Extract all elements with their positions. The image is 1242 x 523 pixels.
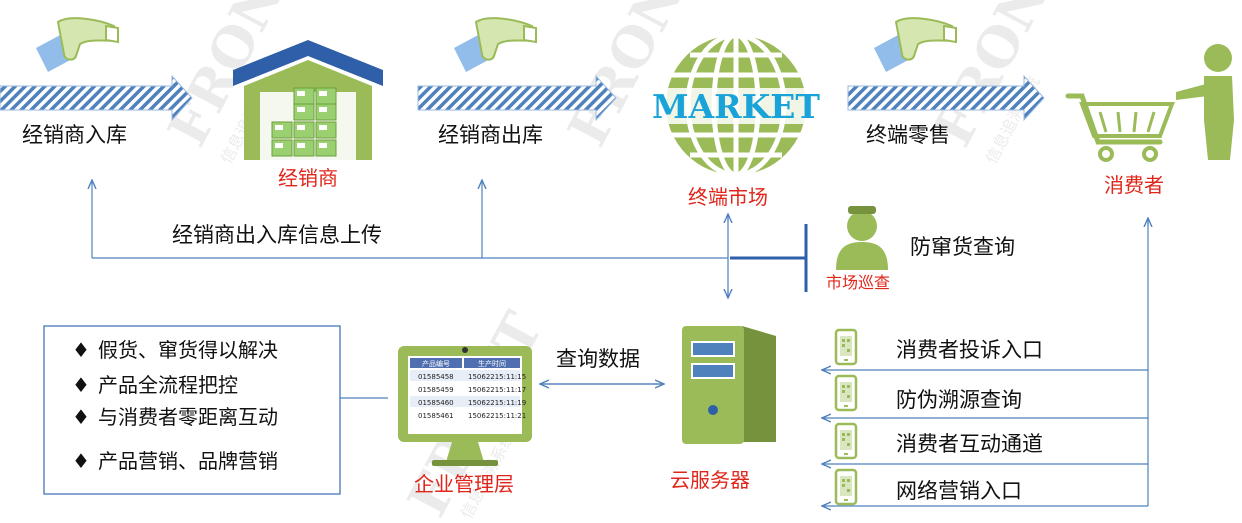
benefit-item: 产品全流程把控	[98, 373, 238, 397]
benefits-box	[43, 325, 341, 495]
node-enterprise: 企业管理层	[414, 472, 514, 496]
benefits-list: ♦ 假货、窜货得以解决 ♦ 产品全流程把控 ♦ 与消费者零距离互动 ♦ 产品营销…	[72, 338, 278, 473]
inspector-icon	[836, 206, 888, 270]
node-market: 终端市场	[688, 185, 768, 209]
market-globe-icon: MARKET	[650, 32, 822, 178]
table-cell: 01585460	[418, 399, 454, 407]
node-dealer: 经销商	[278, 166, 338, 190]
bullet-icon: ♦	[72, 373, 90, 397]
node-inspection: 市场巡查	[826, 273, 890, 292]
entry-trace-query: 防伪溯源查询	[896, 388, 1022, 412]
table-header: 生产时间	[478, 359, 506, 368]
node-cloud: 云服务器	[670, 468, 750, 492]
entry-online-marketing: 网络营销入口	[896, 479, 1022, 503]
table-cell: 15062215:11:21	[468, 412, 526, 420]
benefit-item: 假货、窜货得以解决	[98, 338, 278, 362]
label-query-data: 查询数据	[556, 347, 640, 371]
table-cell: 15062215:11:19	[468, 399, 526, 407]
barcode-scanner-icon	[873, 17, 957, 73]
node-consumer: 消费者	[1104, 173, 1164, 197]
monitor-icon: 产品编号 生产时间 01585458 15062215:11:15 015854…	[398, 346, 532, 466]
connector-lines	[92, 180, 1148, 506]
table-cell: 01585458	[418, 373, 454, 381]
barcode-scanner-icon	[453, 17, 537, 73]
label-dealer-out: 经销商出库	[438, 123, 543, 147]
entry-complaint: 消费者投诉入口	[896, 338, 1043, 362]
consumer-icon	[1176, 44, 1234, 160]
table-header: 产品编号	[422, 359, 450, 368]
label-dealer-in: 经销商入库	[22, 123, 127, 147]
market-word: MARKET	[652, 87, 820, 126]
label-upload: 经销商出入库信息上传	[172, 223, 382, 247]
benefit-item: 与消费者零距离互动	[98, 405, 278, 429]
mobile-phone-icon	[834, 468, 858, 506]
benefit-item: 产品营销、品牌营销	[98, 449, 278, 473]
label-retail: 终端零售	[866, 123, 950, 147]
mobile-phone-icon	[834, 374, 858, 412]
table-cell: 15062215:11:17	[468, 386, 526, 394]
table-cell: 01585459	[418, 386, 454, 394]
flow-arrow-retail	[847, 74, 1045, 122]
bullet-icon: ♦	[72, 405, 90, 429]
mobile-phone-icon	[834, 328, 858, 366]
bullet-icon: ♦	[72, 338, 90, 362]
barcode-scanner-icon	[35, 17, 119, 73]
mobile-phone-icon	[834, 422, 858, 460]
warehouse-icon	[233, 40, 383, 160]
table-cell: 01585461	[418, 412, 454, 420]
flow-arrow-dealer-in	[0, 74, 193, 122]
bullet-icon: ♦	[72, 449, 90, 473]
shopping-cart-icon	[1065, 93, 1175, 162]
flow-arrow-dealer-out	[417, 74, 617, 122]
server-icon	[682, 326, 776, 444]
entry-interaction: 消费者互动通道	[896, 432, 1043, 456]
label-anti-cross: 防窜货查询	[910, 235, 1015, 259]
table-cell: 15062215:11:15	[468, 373, 526, 381]
